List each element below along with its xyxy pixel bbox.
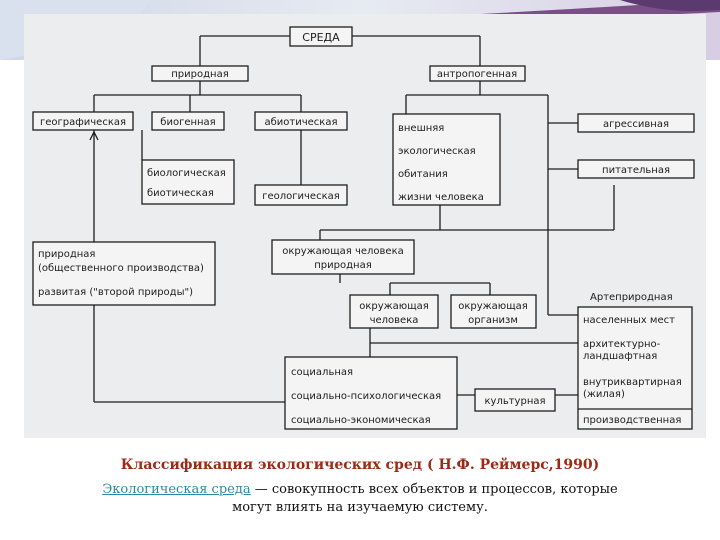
- node-social: социальная социально-психологическая соц…: [284, 356, 458, 430]
- node-social-line-2: социально-психологическая: [291, 391, 441, 402]
- ecological-environment-link[interactable]: Экологическая среда: [102, 482, 251, 497]
- node-geographic-label: географическая: [40, 117, 126, 128]
- node-biological: биологическая биотическая: [141, 159, 235, 205]
- node-biogenic: биогенная: [151, 111, 225, 131]
- node-artenatural-heading: Артеприродная: [590, 292, 673, 303]
- slide-caption-title: Классификация экологических сред ( Н.Ф. …: [120, 457, 600, 473]
- node-biological-line-1: биологическая: [147, 168, 226, 179]
- node-abiotic-label: абиотическая: [265, 117, 338, 128]
- node-external-line-4: жизни человека: [398, 192, 484, 203]
- node-anthropogenic: антропогенная: [429, 65, 526, 82]
- node-root: СРЕДА: [289, 26, 353, 47]
- node-root-label: СРЕДА: [302, 31, 340, 44]
- node-social-line-3: социально-экономическая: [291, 415, 431, 426]
- node-geographic: географическая: [32, 111, 134, 131]
- node-surrounding-natural-line-2: природная: [314, 260, 371, 271]
- node-surrounding-human: окружающая человека: [349, 294, 439, 329]
- node-biogenic-label: биогенная: [160, 117, 215, 128]
- node-aggressive-label: агрессивная: [603, 119, 669, 130]
- node-natural-social-line-3: развитая ("второй природы"): [38, 287, 193, 298]
- diagram-scan: СРЕДА природная антропогенная географиче…: [24, 14, 706, 438]
- node-external-line-1: внешняя: [398, 123, 444, 134]
- node-settlements-label: населенных мест: [583, 315, 675, 326]
- node-architectural-line-1: архитектурно-: [583, 339, 661, 350]
- node-biological-line-2: биотическая: [147, 188, 214, 199]
- ecological-environment-classification-diagram: СРЕДА природная антропогенная географиче…: [32, 26, 695, 430]
- definition-text: — совокупность всех объектов и процессов…: [250, 482, 618, 497]
- node-artenatural: населенных мест архитектурно- ландшафтна…: [577, 306, 693, 430]
- node-surrounding-human-line-1: окружающая: [359, 301, 429, 312]
- node-cultural: культурная: [474, 388, 556, 412]
- node-geological-label: геологическая: [262, 191, 340, 202]
- node-intraapartment-line-1: внутриквартирная: [583, 377, 682, 388]
- node-external: внешняя экологическая обитания жизни чел…: [392, 113, 501, 206]
- slide-caption-definition: Экологическая среда — совокупность всех …: [0, 481, 720, 517]
- node-aggressive: агрессивная: [577, 113, 695, 133]
- node-architectural-line-2: ландшафтная: [583, 351, 657, 362]
- definition-text-line-2: могут влиять на изучаемую систему.: [232, 500, 488, 515]
- node-surrounding-human-line-2: человека: [370, 315, 419, 326]
- node-intraapartment-line-2: (жилая): [583, 389, 625, 400]
- connector-lines: [89, 35, 615, 403]
- node-natural-social-line-2: (общественного производства): [38, 263, 204, 274]
- node-surrounding-organism: окружающая организм: [450, 294, 537, 329]
- node-natural: природная: [151, 65, 249, 82]
- node-surrounding-natural: окружающая человека природная: [271, 239, 415, 275]
- node-natural-social-line-1: природная: [38, 249, 95, 260]
- node-anthropogenic-label: антропогенная: [437, 69, 517, 80]
- node-nutritive: питательная: [577, 159, 695, 179]
- node-nutritive-label: питательная: [602, 165, 670, 176]
- node-external-line-2: экологическая: [398, 146, 476, 157]
- node-abiotic: абиотическая: [254, 111, 348, 131]
- node-surrounding-organism-line-1: окружающая: [458, 301, 528, 312]
- node-external-line-3: обитания: [398, 169, 448, 180]
- node-geological: геологическая: [254, 184, 348, 206]
- node-social-line-1: социальная: [291, 367, 353, 378]
- node-natural-social: природная (общественного производства) р…: [32, 241, 216, 306]
- node-production-label: производственная: [583, 415, 681, 426]
- node-natural-label: природная: [171, 69, 228, 80]
- node-surrounding-organism-line-2: организм: [468, 315, 518, 326]
- node-surrounding-natural-line-1: окружающая человека: [282, 246, 404, 257]
- node-cultural-label: культурная: [484, 396, 545, 407]
